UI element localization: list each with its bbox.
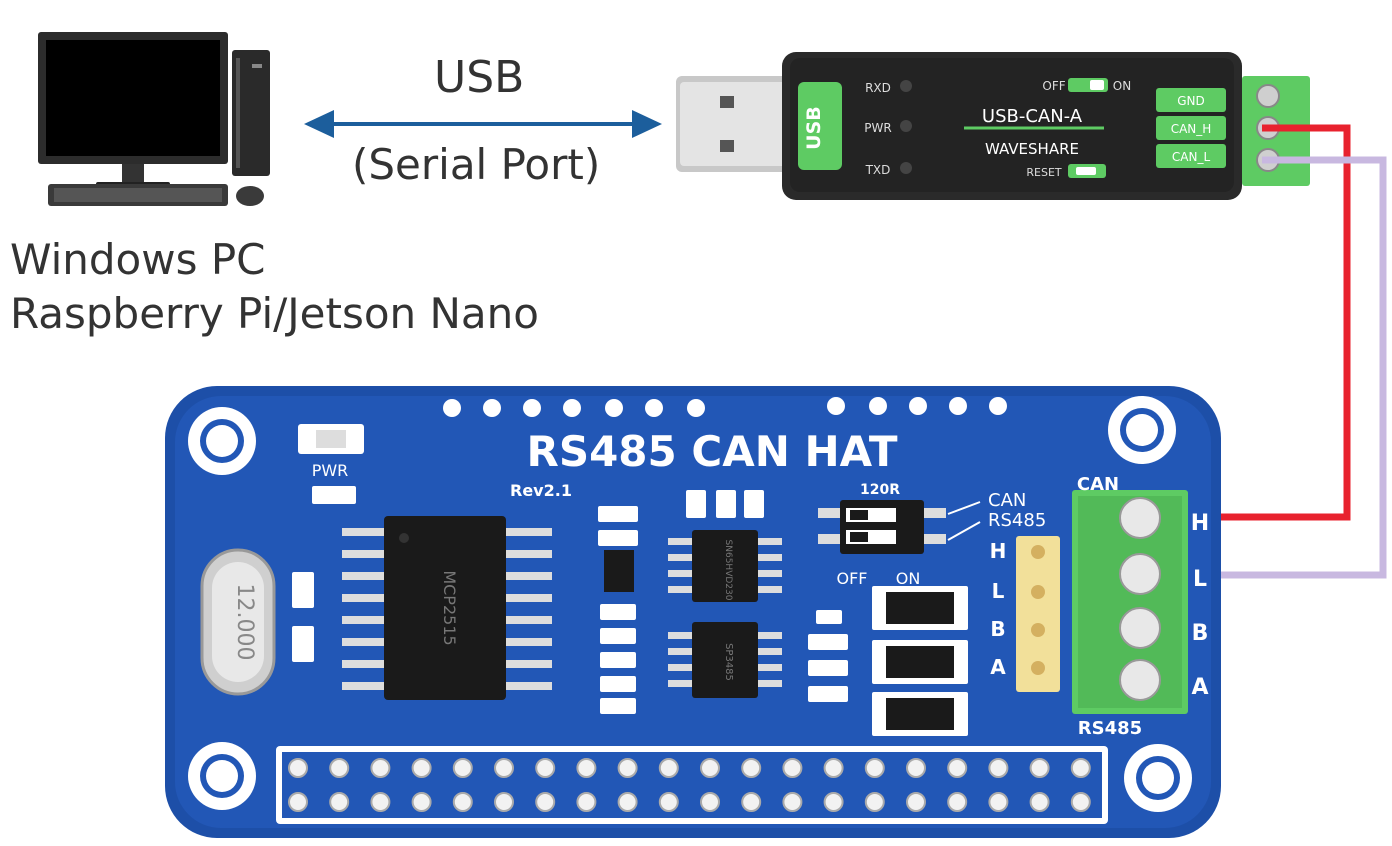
led-label-txd: TXD <box>865 163 891 177</box>
gpio-pin <box>1070 758 1091 778</box>
resistor-pads <box>598 490 764 714</box>
gpio-pin <box>658 792 679 812</box>
gpio-pin <box>988 758 1009 778</box>
header-pin-b: B <box>990 617 1005 641</box>
chip2-label: SN65HVD230 <box>723 540 733 601</box>
gpio-pin <box>823 758 844 778</box>
dip-state-off: OFF <box>837 569 868 588</box>
led-label-rxd: RXD <box>865 81 891 95</box>
gpio-pin <box>535 758 556 778</box>
gpio-pin <box>1029 758 1050 778</box>
mounting-holes <box>188 396 1192 812</box>
terminal-block <box>1072 490 1188 714</box>
dip-option-can: CAN <box>988 490 1026 511</box>
chip1-label: MCP2515 <box>440 570 459 645</box>
reset-label: RESET <box>1026 166 1062 179</box>
resistor-label: 120R <box>860 482 900 498</box>
header-pin-l: L <box>992 579 1005 603</box>
gpio-pin <box>700 792 720 812</box>
terminal-label-gnd: GND <box>1177 94 1205 108</box>
gpio-pin <box>617 758 638 778</box>
crystal-label: 12.000 <box>232 584 257 661</box>
hat-rev: Rev2.1 <box>510 481 572 500</box>
usb-label: USB <box>434 52 525 103</box>
gpio-pin <box>741 792 762 812</box>
pc-label-line1: Windows PC <box>10 235 266 284</box>
sn65hvd230-chip <box>668 530 782 602</box>
gpio-pin <box>947 758 968 778</box>
gpio-pin <box>494 758 514 778</box>
gpio-pin <box>288 792 308 812</box>
terminal-pin-a: A <box>1191 675 1208 700</box>
gpio-pin <box>906 792 926 812</box>
gpio-pin <box>494 792 514 812</box>
gpio-pin <box>658 758 679 778</box>
dip-option-rs485: RS485 <box>988 510 1046 531</box>
chip3-label: SP3485 <box>723 643 734 681</box>
gpio-pin <box>288 758 308 778</box>
gpio-pin <box>452 792 473 812</box>
switch-off-label: OFF <box>1042 79 1065 93</box>
terminal-pin-l: L <box>1193 567 1207 592</box>
mcp2515-chip <box>342 516 552 700</box>
gpio-pin <box>329 792 350 812</box>
diodes <box>872 586 968 736</box>
can-l-wire <box>1144 156 1387 579</box>
terminal-label-can-l: CAN_L <box>1172 150 1211 164</box>
can-port-label: CAN <box>1077 474 1119 495</box>
gpio-pin <box>741 758 762 778</box>
gpio-pin <box>370 792 391 812</box>
gpio-pin <box>452 758 473 778</box>
terminal-pin-b: B <box>1192 621 1209 646</box>
rs485-can-hat-board <box>165 386 1221 838</box>
gpio-pin <box>535 792 556 812</box>
led-label-pwr: PWR <box>864 121 891 135</box>
gpio-pin <box>906 758 926 778</box>
serial-port-label: (Serial Port) <box>352 140 601 189</box>
usb-can-model: USB-CAN-A <box>982 106 1083 127</box>
sp3485-chip <box>668 622 782 698</box>
gpio-pin <box>864 758 885 778</box>
rs485-port-label: RS485 <box>1078 718 1142 739</box>
header-pins <box>1016 536 1060 692</box>
can-h-wire <box>1144 124 1351 521</box>
gpio-pin <box>411 758 432 778</box>
pc-label-line2: Raspberry Pi/Jetson Nano <box>10 289 539 338</box>
gpio-pin <box>576 792 597 812</box>
gpio-pin <box>823 792 844 812</box>
usb-can-brand: WAVESHARE <box>985 140 1079 158</box>
gpio-pin <box>782 758 803 778</box>
gpio-pin <box>617 792 638 812</box>
pwr-label: PWR <box>312 461 349 480</box>
gpio-pin <box>700 758 720 778</box>
computer-icon <box>38 32 270 206</box>
gpio-pin <box>576 758 597 778</box>
terminal-pin-h: H <box>1191 511 1209 536</box>
gpio-pin <box>1029 792 1050 812</box>
gpio-pin <box>329 758 350 778</box>
usb-tag-label: USB <box>803 106 825 150</box>
gpio-pin <box>411 792 432 812</box>
usb-link-arrow <box>304 110 662 138</box>
header-pin-h: H <box>990 539 1007 563</box>
gpio-pin <box>370 758 391 778</box>
gpio-pin <box>988 792 1009 812</box>
dip-switch <box>818 500 981 554</box>
gpio-pin <box>864 792 885 812</box>
top-edge-pads <box>443 397 1007 417</box>
gpio-pin <box>947 792 968 812</box>
hat-title: RS485 CAN HAT <box>526 427 897 476</box>
dip-state-on: ON <box>896 569 921 588</box>
terminal-label-can-h: CAN_H <box>1171 122 1212 136</box>
gpio-pin <box>782 792 803 812</box>
gpio-pin <box>1070 792 1091 812</box>
switch-on-label: ON <box>1113 79 1131 93</box>
gpio-pins <box>288 758 1091 812</box>
header-pin-a: A <box>990 655 1006 679</box>
